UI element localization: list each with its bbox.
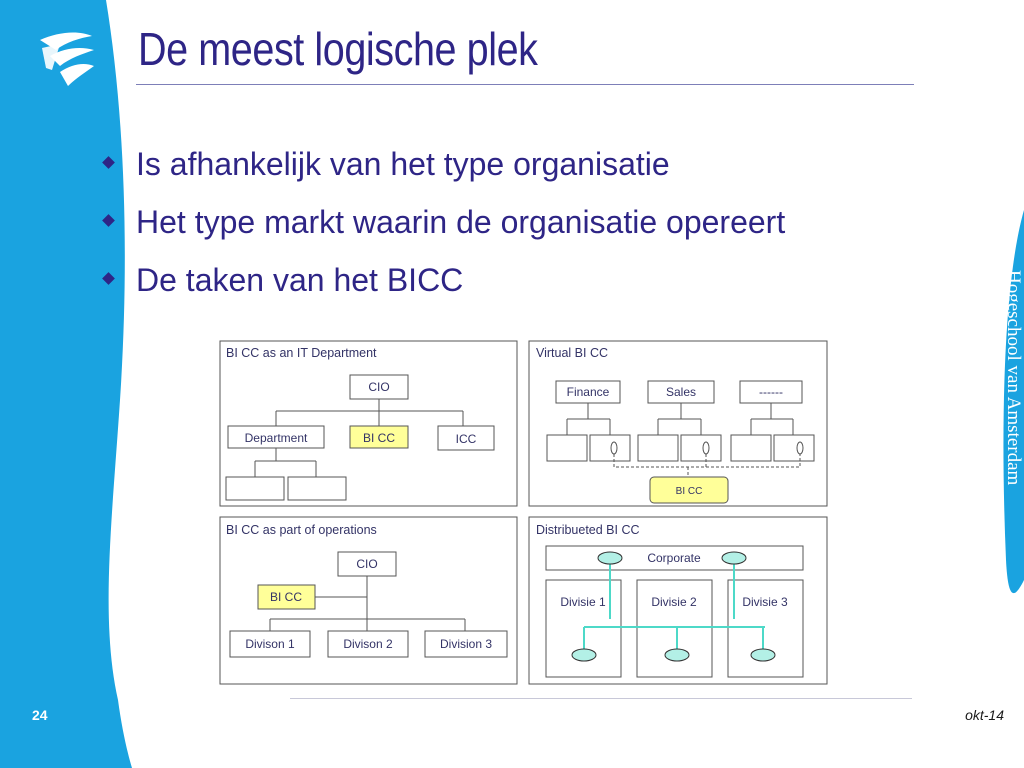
org-box-empty bbox=[730, 434, 772, 462]
logo-icon bbox=[40, 32, 94, 86]
panel-title: Distribueted BI CC bbox=[536, 523, 640, 537]
network-node-icon bbox=[571, 648, 597, 662]
connector-node-icon bbox=[702, 441, 710, 455]
left-blue-band bbox=[0, 0, 132, 768]
org-box-empty bbox=[287, 476, 347, 501]
network-lines bbox=[583, 558, 765, 655]
org-box-division bbox=[327, 630, 409, 658]
org-box-bicc bbox=[257, 584, 316, 610]
org-label: Divisie 2 bbox=[651, 595, 697, 609]
org-label: Divisie 3 bbox=[742, 595, 788, 609]
org-box-empty bbox=[773, 434, 815, 462]
org-label: Corporate bbox=[647, 551, 701, 565]
org-box-empty bbox=[546, 434, 588, 462]
org-box-empty bbox=[680, 434, 722, 462]
panel-title: Virtual BI CC bbox=[536, 346, 608, 360]
bullet-item: De taken van het BICC bbox=[100, 262, 785, 320]
title-divider bbox=[136, 84, 914, 85]
network-node-icon bbox=[721, 551, 747, 565]
org-box-empty bbox=[589, 434, 631, 462]
panel-virtual-bicc: Virtual BI CC Finance Sales ------ BI CC bbox=[528, 340, 828, 507]
right-blue-band bbox=[1003, 210, 1024, 594]
panel-distributed: Distribueted BI CC Corporate Divisie 1 D… bbox=[528, 516, 828, 685]
bullet-item: Het type markt waarin de organisatie ope… bbox=[100, 204, 785, 262]
org-label: Sales bbox=[666, 385, 696, 399]
org-box-division bbox=[424, 630, 508, 658]
brand-line-1: Hogeschool van Amsterdam bbox=[1003, 270, 1024, 486]
org-label: Divisie 1 bbox=[560, 595, 606, 609]
slide-date: okt-14 bbox=[965, 707, 1004, 723]
panel-title: BI CC as part of operations bbox=[226, 523, 377, 537]
slide-title: De meest logische plek bbox=[138, 23, 538, 75]
org-label: Divison 2 bbox=[343, 637, 393, 651]
diamond-bullet-icon bbox=[102, 214, 115, 227]
bullet-list: Is afhankelijk van het type organisatie … bbox=[100, 146, 785, 320]
org-label: BI CC bbox=[270, 590, 302, 604]
network-node-icon bbox=[664, 648, 690, 662]
connector-node-icon bbox=[610, 441, 618, 455]
org-box-corporate bbox=[545, 545, 804, 571]
org-label: BI CC bbox=[363, 431, 395, 445]
bicc-org-diagram: BI CC as an IT Department CIO Department… bbox=[219, 340, 828, 685]
org-label: CIO bbox=[356, 557, 377, 571]
org-box-bicc bbox=[349, 425, 409, 449]
panel-it-department: BI CC as an IT Department CIO Department… bbox=[219, 340, 518, 507]
org-label: ICC bbox=[456, 432, 477, 446]
org-box-bicc bbox=[649, 476, 729, 504]
diamond-bullet-icon bbox=[102, 272, 115, 285]
org-label: Department bbox=[245, 431, 308, 445]
connector-node-icon bbox=[796, 441, 804, 455]
panel-title: BI CC as an IT Department bbox=[226, 346, 377, 360]
org-box-empty bbox=[225, 476, 285, 501]
org-label: BI CC bbox=[676, 486, 703, 497]
footer-divider bbox=[290, 698, 912, 699]
network-node-icon bbox=[750, 648, 776, 662]
org-box-empty bbox=[637, 434, 679, 462]
page-number: 24 bbox=[32, 707, 48, 723]
bullet-text: Is afhankelijk van het type organisatie bbox=[136, 146, 670, 182]
brand-line-2: Economie bbox=[982, 270, 1003, 348]
bullet-text: Het type markt waarin de organisatie ope… bbox=[136, 204, 786, 240]
org-box-icc bbox=[437, 425, 495, 451]
org-label: ------ bbox=[759, 385, 783, 399]
panel-operations: BI CC as part of operations CIO BI CC Di… bbox=[219, 516, 518, 685]
org-box-cio bbox=[349, 374, 409, 400]
org-label: Finance bbox=[567, 385, 610, 399]
bullet-text: De taken van het BICC bbox=[136, 262, 464, 298]
brand-vertical-text: Hogeschool van Amsterdam Economie bbox=[982, 270, 1024, 485]
bullet-item: Is afhankelijk van het type organisatie bbox=[100, 146, 785, 204]
org-label: Division 3 bbox=[440, 637, 492, 651]
org-box-division bbox=[229, 630, 311, 658]
org-label: CIO bbox=[368, 380, 389, 394]
diamond-bullet-icon bbox=[102, 156, 115, 169]
org-label: Divison 1 bbox=[245, 637, 295, 651]
network-node-icon bbox=[597, 551, 623, 565]
